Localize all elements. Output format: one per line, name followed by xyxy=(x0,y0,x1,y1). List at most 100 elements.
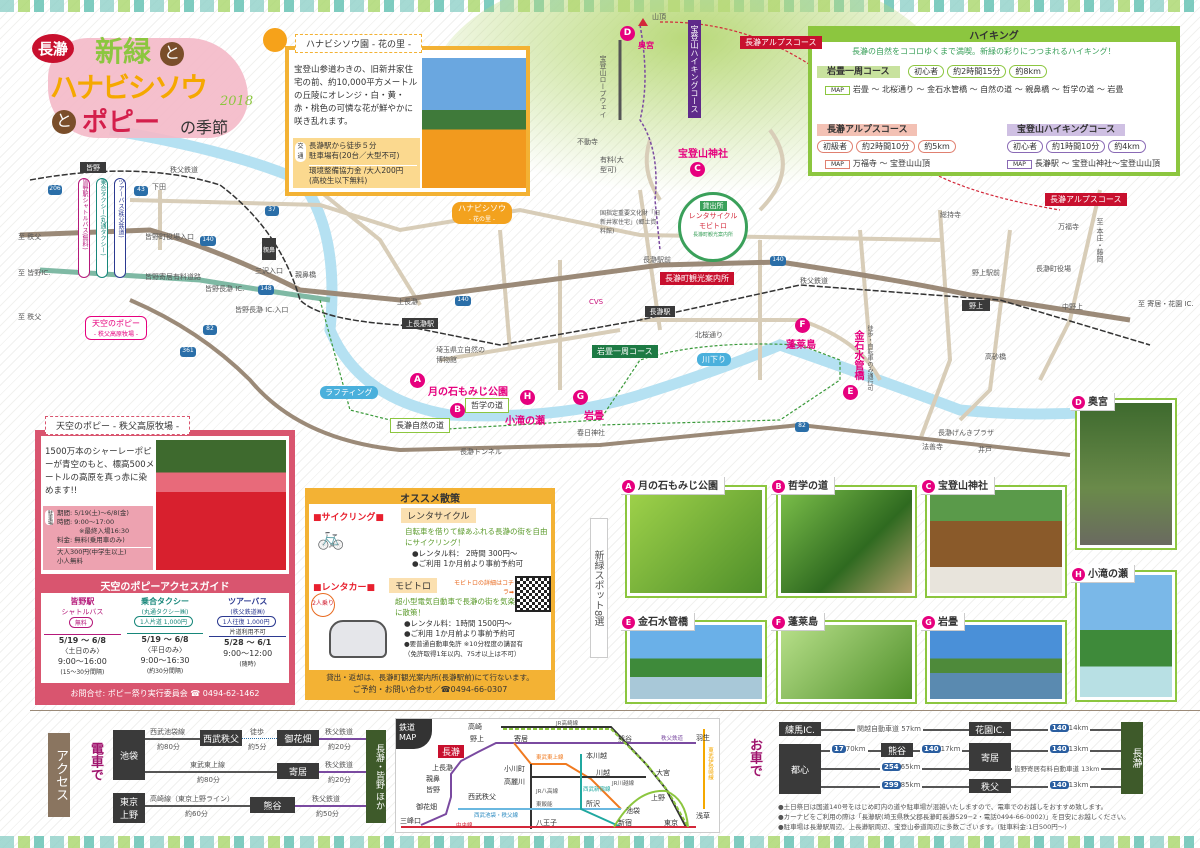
hanabishi-access2: 駐車場有(20台／大型不可) xyxy=(309,151,400,160)
spot-photo-f[interactable] xyxy=(778,622,915,702)
course-level: 初心者 xyxy=(1007,140,1043,153)
seibu-time: 約80分 xyxy=(157,743,180,751)
alps-course-tag-2[interactable]: 長瀞アルプスコース xyxy=(1045,193,1127,206)
title-area: 長瀞 xyxy=(32,34,75,63)
rail-station: 皆野 xyxy=(426,786,440,794)
guide-name: ツアーバス xyxy=(227,597,268,606)
spot-photo-b[interactable] xyxy=(778,487,915,596)
rail-station: 上野 xyxy=(651,794,665,802)
map-label: 長瀞町役場 xyxy=(1036,265,1071,273)
poppy-sign[interactable]: 天空のポピー- 秩父高原牧場 - xyxy=(85,316,147,340)
map-label: 三沢入口 xyxy=(255,267,283,275)
poppy-fee-adult: 大人300円(中学生以上) xyxy=(57,547,151,557)
rail-station: 熊谷 xyxy=(618,735,632,743)
guide-interval: (随時) xyxy=(239,661,257,668)
route-82: 82 xyxy=(203,325,217,335)
walk-time: 約5分 xyxy=(248,743,267,751)
rail-station: 寄居 xyxy=(514,735,528,743)
poppy-period: 期間: 5/19(土)〜6/8(金) xyxy=(57,509,129,517)
map-label: 山頂 xyxy=(652,13,666,21)
toll-road-dist: 皆野寄居有料自動車道 13km xyxy=(1012,763,1102,773)
rental-cycle-name[interactable]: レンタサイクル xyxy=(401,508,476,523)
hanabishi-sign[interactable]: ハナビシソウ- 花の里 - xyxy=(452,202,512,224)
tobu-time: 約80分 xyxy=(197,776,220,784)
tourist-info-sign[interactable]: 長瀞町観光案内所 xyxy=(660,272,734,285)
qr-note: モビトロの詳細はコチラ➡ xyxy=(454,580,515,596)
spot-photo-c[interactable] xyxy=(927,487,1065,596)
rail-map: 鉄道MAP 長瀞 高崎 野上 寄居 熊谷 羽生 上長瀞 親鼻 皆野 御花畑 三峰… xyxy=(395,718,720,833)
taxi-label: 乗合タクシー(丸通タクシー) xyxy=(96,178,108,278)
spot-photo-h[interactable] xyxy=(1077,572,1175,700)
spot-photo-d[interactable] xyxy=(1077,400,1175,548)
spot-photo-a[interactable] xyxy=(627,487,765,596)
hiking-panel: ハイキング 長瀞の自然をココロゆくまで満喫。新緑の彩りにつつまれるハイキング！ … xyxy=(808,26,1180,176)
pin-h-label: 小滝の瀬 xyxy=(505,416,545,427)
time-chichibu: 約20分 xyxy=(328,776,351,784)
yorii: 寄居 xyxy=(969,743,1011,771)
ganjo-course-tag[interactable]: 岩畳一周コース xyxy=(592,345,658,358)
nature-road-label: 長瀞自然の道 xyxy=(390,418,450,433)
rental-station[interactable]: 貸出所 レンタサイクル モビトロ 長瀞町観光案内所 xyxy=(678,192,748,262)
course-time: 約2時間10分 xyxy=(856,140,916,153)
spot-photo-g[interactable] xyxy=(927,622,1065,702)
title-suffix: の季節 xyxy=(180,118,229,137)
pin-e[interactable]: E xyxy=(843,385,858,400)
access-label: アクセス xyxy=(48,733,70,817)
qr-code[interactable] xyxy=(515,576,551,612)
hiking-trail-alps xyxy=(659,21,1061,211)
hanabishi-info: 交通 長瀞駅から徒歩５分 駐車場有(20台／大型不可) 環境整備協力金 /大人2… xyxy=(293,138,420,188)
station-nagatoro: 長瀞駅 xyxy=(645,306,675,317)
course-route: 万福寺 〜 宝登山山頂 xyxy=(852,159,930,168)
rail-line: 西武新宿線 xyxy=(583,787,611,793)
pin-g[interactable]: G xyxy=(573,390,588,405)
pin-b[interactable]: B xyxy=(450,403,465,418)
poppy-desc: 1500万本のシャーレーポピーが青空のもと、標高500メートルの高原を真っ赤に染… xyxy=(45,447,155,496)
hiking-trail-ganjo xyxy=(319,299,841,431)
rail-station: 新宿 xyxy=(618,819,632,827)
course-distance: 約5km xyxy=(918,140,956,153)
course-name: 岩畳一周コース xyxy=(817,66,900,78)
station-nogami: 野上 xyxy=(962,300,990,311)
map-label: 至 寄居・花園 IC. xyxy=(1138,300,1194,308)
pin-c-label: 宝登山神社 xyxy=(678,149,728,160)
rail-station: 西武秩父 xyxy=(468,793,496,801)
pin-d[interactable]: D xyxy=(620,26,635,41)
toshin: 都心 xyxy=(779,744,821,794)
station-kaminagatoro: 上長瀞駅 xyxy=(402,318,438,329)
seibu-line: 西武池袋線 xyxy=(150,728,185,736)
pin-c[interactable]: C xyxy=(690,162,705,177)
guide-name2: (秩父鉄道㈱) xyxy=(230,609,266,616)
title-line2: ハナビシソウ xyxy=(50,71,208,104)
guide-price: 1人往復 1,000円 xyxy=(216,616,276,627)
rail-station: 高麗川 xyxy=(504,778,525,786)
car-label: お車で xyxy=(747,738,762,777)
spot-photo-e[interactable] xyxy=(627,622,765,702)
map-label: 至 秩父 xyxy=(18,233,42,241)
alps-course-tag-1[interactable]: 長瀞アルプスコース xyxy=(740,36,822,49)
pin-a[interactable]: A xyxy=(410,373,425,388)
pin-f[interactable]: F xyxy=(795,318,810,333)
map-label: 皆野長瀞 IC.入口 xyxy=(235,306,289,314)
parking-badge: 駐車場 xyxy=(45,510,54,525)
access-icon: 交通 xyxy=(295,142,306,162)
rental-sub: 長瀞町観光案内所 xyxy=(692,232,733,238)
pin-g-label: 岩畳 xyxy=(584,411,604,422)
pin-h[interactable]: H xyxy=(520,390,535,405)
hanabishi-fee1: 環境整備協力金 /大人200円 xyxy=(309,165,417,176)
rail-lines xyxy=(401,726,705,829)
guide-time: 9:00〜16:00 xyxy=(57,657,107,666)
hiking-lead: 長瀞の自然をココロゆくまで満喫。新緑の彩りにつつまれるハイキング！ xyxy=(852,47,1116,56)
course-level: 初心者 xyxy=(908,65,945,78)
line-chichibu: 秩父鉄道 xyxy=(312,795,340,803)
hodosan-course-tag[interactable]: 宝登山ハイキングコース xyxy=(688,20,701,118)
mobitoro-name[interactable]: モビトロ xyxy=(389,578,438,593)
guide-interval: (15〜30分間隔) xyxy=(60,669,105,676)
rail-line: 東武東上線 xyxy=(536,755,564,761)
